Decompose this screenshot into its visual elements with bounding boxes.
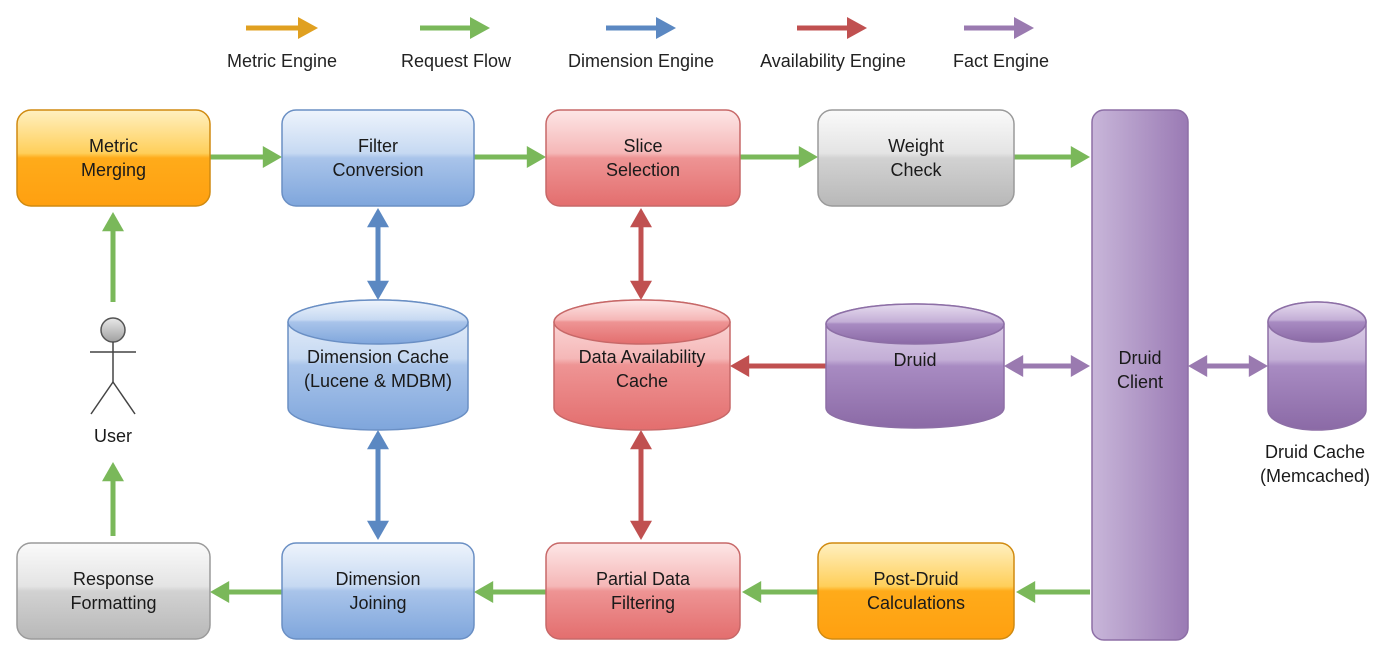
arrow-slice-to-weight: [740, 146, 818, 168]
node-response-formatting-label-line-1: Response: [73, 569, 154, 589]
arrow-client-to-post: [1016, 581, 1090, 603]
node-dimension-joining-label-line-1: Dimension: [335, 569, 420, 589]
node-dimension-cache-label-line-1: Dimension Cache: [307, 347, 449, 367]
node-metric-merging-label-line-1: Metric: [89, 136, 138, 156]
arrow-filter-to-slice: [474, 146, 546, 168]
arrow-dacache-partial: [630, 430, 652, 540]
legend: Metric Engine Request Flow Dimension Engin…: [227, 17, 1049, 71]
node-druid-client-label-line-2: Client: [1117, 372, 1163, 392]
node-post-druid-calculations-label-line-2: Calculations: [867, 593, 965, 613]
legend-label-availability: Availability Engine: [760, 51, 906, 71]
arrow-user-to-metric: [102, 212, 124, 302]
node-dimension-joining-label-line-2: Joining: [349, 593, 406, 613]
node-weight-check-label-line-1: Weight: [888, 136, 944, 156]
legend-label-request: Request Flow: [401, 51, 512, 71]
node-druid-cache-label-line-2: (Memcached): [1260, 466, 1370, 486]
connectors: [102, 146, 1268, 603]
legend-label-fact: Fact Engine: [953, 51, 1049, 71]
node-user: User: [90, 317, 136, 446]
arrow-response-to-user: [102, 462, 124, 536]
legend-entry-availability: Availability Engine: [760, 17, 906, 71]
node-filter-conversion-label-line-2: Conversion: [332, 160, 423, 180]
node-user-label: User: [94, 426, 132, 446]
legend-arrow-dimension: [606, 17, 676, 39]
arrow-post-to-partial: [742, 581, 818, 603]
legend-entry-request: Request Flow: [401, 17, 512, 71]
legend-entry-fact: Fact Engine: [953, 17, 1049, 71]
node-data-availability-cache-label-line-1: Data Availability: [579, 347, 706, 367]
node-druid-label-line-1: Druid: [893, 350, 936, 370]
legend-label-metric: Metric Engine: [227, 51, 337, 71]
node-slice-selection-label-line-1: Slice: [623, 136, 662, 156]
arrow-partial-to-joining: [474, 581, 546, 603]
arrow-druid-to-dacache: [730, 355, 826, 377]
node-metric-merging-label-line-2: Merging: [81, 160, 146, 180]
node-partial-data-filtering-label-line-2: Filtering: [611, 593, 675, 613]
legend-label-dimension: Dimension Engine: [568, 51, 714, 71]
arrow-druid-client: [1004, 355, 1090, 377]
node-data-availability-cache-label-line-2: Cache: [616, 371, 668, 391]
legend-arrow-metric: [246, 17, 318, 39]
node-dimension-cache: Dimension Cache (Lucene & MDBM): [287, 299, 469, 431]
arrow-client-druidcache: [1188, 355, 1268, 377]
arrow-dimcache-joining: [367, 430, 389, 540]
legend-arrow-fact: [964, 17, 1034, 39]
user-icon: [90, 317, 136, 415]
node-filter-conversion-label-line-1: Filter: [358, 136, 398, 156]
legend-arrow-request: [420, 17, 490, 39]
legend-arrow-availability: [797, 17, 867, 39]
node-druid-cache: Druid Cache (Memcached): [1260, 301, 1370, 486]
arrow-metric-to-filter: [210, 146, 282, 168]
legend-entry-dimension: Dimension Engine: [568, 17, 714, 71]
node-partial-data-filtering-label-line-1: Partial Data: [596, 569, 691, 589]
node-druid-cache-label-line-1: Druid Cache: [1265, 442, 1365, 462]
node-response-formatting-label-line-2: Formatting: [70, 593, 156, 613]
node-slice-selection-label-line-2: Selection: [606, 160, 680, 180]
node-dimension-cache-label-line-2: (Lucene & MDBM): [304, 371, 452, 391]
arrow-slice-dacache: [630, 208, 652, 300]
arrow-joining-to-response: [210, 581, 282, 603]
node-druid: Druid: [825, 303, 1005, 429]
arrow-weight-to-client: [1014, 146, 1090, 168]
node-weight-check-label-line-2: Check: [890, 160, 942, 180]
arrow-filter-dimcache: [367, 208, 389, 300]
node-post-druid-calculations-label-line-1: Post-Druid: [873, 569, 958, 589]
node-druid-client-label-line-1: Druid: [1118, 348, 1161, 368]
legend-entry-metric: Metric Engine: [227, 17, 337, 71]
